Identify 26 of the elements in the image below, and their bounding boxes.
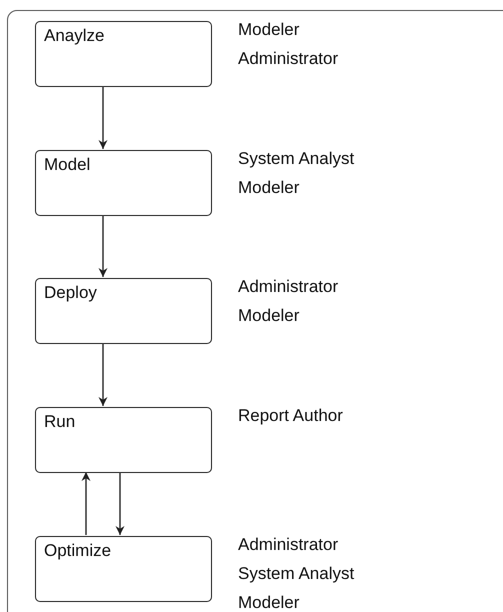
process-box <box>35 150 212 216</box>
arrow <box>116 472 124 535</box>
step-label: Optimize <box>44 541 112 561</box>
process-box <box>35 407 212 473</box>
role-label: Report Author <box>238 405 344 427</box>
role-label: Modeler <box>238 19 300 41</box>
role-label: System Analyst <box>238 563 356 585</box>
step-label: Model <box>44 155 90 175</box>
process-box <box>35 278 212 344</box>
role-label: Administrator <box>238 48 340 70</box>
step-label: Run <box>44 412 76 432</box>
arrow <box>98 343 108 406</box>
role-label: Administrator <box>238 276 340 298</box>
step-label: Anaylze <box>44 26 104 46</box>
role-label: Modeler <box>238 305 300 327</box>
step-label: Deploy <box>44 283 97 303</box>
role-label: Modeler <box>238 177 300 199</box>
role-label: Modeler <box>238 592 300 612</box>
process-box <box>35 21 212 87</box>
arrow <box>82 472 90 535</box>
role-label: Administrator <box>238 534 340 556</box>
role-label: System Analyst <box>238 148 356 170</box>
arrow <box>98 215 108 277</box>
arrow <box>98 86 108 149</box>
process-box <box>35 536 212 602</box>
frame-box <box>7 10 503 612</box>
